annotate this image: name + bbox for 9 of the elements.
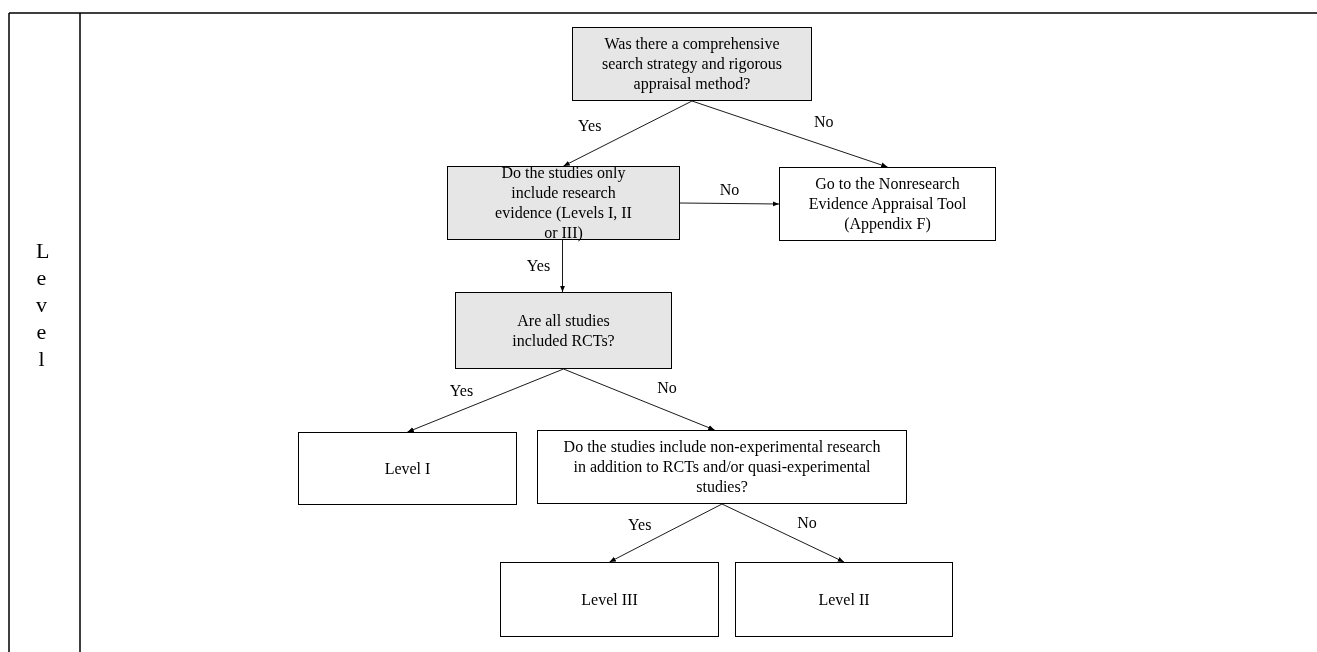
row-header: Level [36,237,47,372]
decision-box: Are all studies included RCTs? [455,292,672,369]
decision-box: Was there a comprehensive search strategy and rigorous appraisal method? [572,27,812,101]
process-box: Level III [500,562,719,637]
process-box: Level II [735,562,953,637]
decision-box: Do the studies only include research evidence (Levels I, II or III) [447,166,680,240]
process-box: Do the studies include non-experimental research in addition to RCTs and/or quasi-experimental studies? [537,430,907,504]
process-box: Level I [298,432,517,505]
process-box: Go to the Nonresearch Evidence Appraisal Tool (Appendix F) [779,167,996,241]
